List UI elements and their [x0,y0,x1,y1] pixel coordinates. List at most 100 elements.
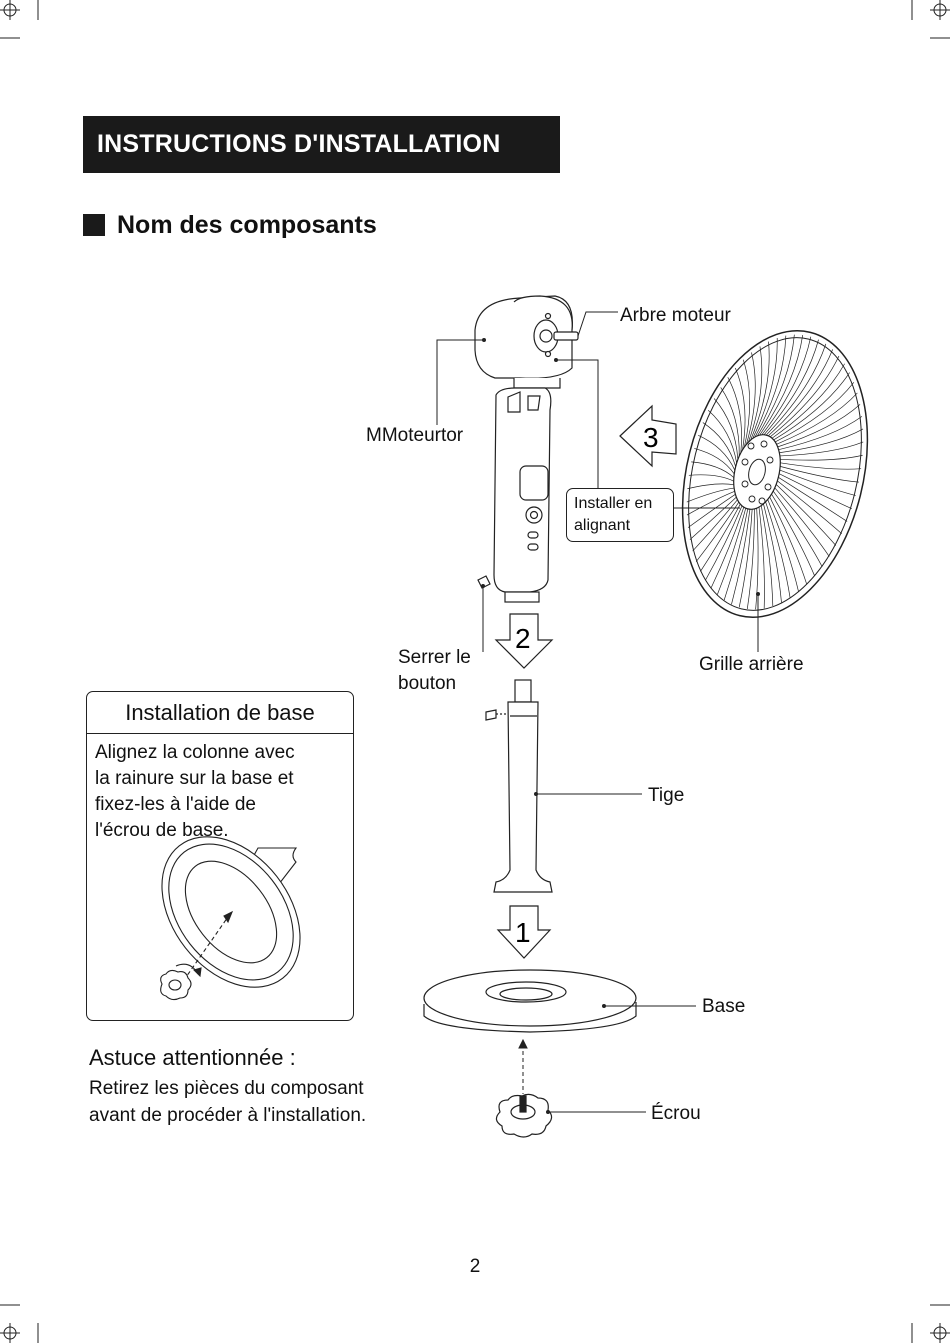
motor-head [474,295,579,389]
grille-spoke [720,387,740,457]
crop-mark-top-left [0,0,39,39]
grille-spoke [695,501,740,562]
tip-text: Retirez les pièces du composant avant de… [89,1075,419,1129]
grille-spoke [765,343,827,436]
nut-alignment-line [518,1038,528,1094]
leader-arbre-moteur [577,311,618,337]
callout-line-1: Installer en [574,495,653,512]
grille-spoke [755,508,759,610]
grille-spoke [777,480,843,535]
grille-spoke [779,441,864,457]
tip-line-1: Retirez les pièces du composant [89,1078,364,1099]
grille-spoke [750,341,770,441]
grille-spoke [748,346,763,443]
step-3-arrow [619,404,677,468]
crop-mark-bottom-right [911,1304,950,1343]
grille-spoke [731,509,751,605]
installation-box-title: Installation de base [87,692,353,734]
nut [495,1093,553,1138]
label-arbre-moteur: Arbre moteur [620,305,731,326]
label-base: Base [702,996,746,1017]
grille-spoke [769,496,808,585]
installation-box: Installation de base Alignez la colonne … [86,691,354,1021]
label-serrer-line-1: Serrer le [398,647,471,668]
grille-spoke [738,509,753,608]
grille-spoke [700,503,741,572]
grille-spoke [780,462,862,470]
label-moteur: MMoteurtor [366,425,464,446]
step-2-arrow [494,613,554,669]
grille-spoke [758,506,765,609]
grille-spoke [745,352,756,445]
grille-spoke [694,448,735,475]
crop-mark-top-right [911,0,950,39]
page-title-bar: INSTRUCTIONS D'INSTALLATION [83,116,560,173]
label-grille: Grille arrière [699,654,804,675]
page-title: INSTRUCTIONS D'INSTALLATION [97,130,501,158]
grille-spoke [765,501,791,598]
grille-spoke [687,494,736,528]
grille-spoke [691,461,735,478]
grille-spoke [767,499,799,592]
grille-spoke [777,404,861,448]
step-2-number: 2 [515,623,531,654]
grille-spoke [780,466,859,483]
grille-spoke [778,416,863,451]
label-serrer-line-2: bouton [398,673,457,694]
label-tige: Tige [648,785,685,806]
pole [485,679,553,893]
grille-spoke [763,339,819,436]
grille-spoke [774,487,830,557]
label-ecrou: Écrou [651,1103,701,1124]
step-1-number: 1 [515,917,531,948]
tip-title: Astuce attentionnée : [89,1045,296,1070]
grille-spoke [778,477,848,522]
motor-body [477,387,552,603]
grille-spoke [760,505,774,607]
rear-grille [681,329,869,619]
grille-spoke [771,363,845,439]
grille-spoke [776,392,858,445]
grille-spoke [761,336,812,436]
callout-line-2: alignant [574,517,631,534]
grille-spoke [752,337,778,439]
grille-spoke [759,334,804,436]
grille-spoke [686,487,735,503]
grille-spokes [686,334,864,610]
grille-spoke [780,454,863,461]
grille-spoke [768,349,833,437]
grille-spoke [687,483,734,490]
section-title: Nom des composants [117,210,377,239]
grille-spoke [763,503,782,603]
grille-spoke [686,490,735,516]
grille-spoke [769,355,840,438]
installation-line-4: l'écrou de base. [95,820,229,841]
grille-spoke [754,335,787,438]
grille-spoke [707,409,738,464]
step-3-number: 3 [643,422,659,453]
crop-mark-bottom-left [0,1304,39,1343]
leader-lines [436,311,760,1114]
grille-spoke [773,372,850,441]
grille-spoke [710,507,745,589]
grille-spoke [742,359,750,448]
grille-spoke [717,508,747,595]
installation-box-body: Alignez la colonne avec la rainure sur l… [87,734,353,844]
grille-spoke [689,496,737,540]
square-bullet-icon [83,214,105,236]
base-install-mini-illustration [160,836,301,1001]
leader-installer [556,359,599,488]
installation-line-2: la rainure sur la base et [95,768,294,789]
installation-line-3: fixez-les à l'aide de [95,794,256,815]
grille-spoke [702,422,736,467]
grille-spoke [779,428,864,454]
base [423,969,637,1033]
grille-spoke [723,508,749,601]
grille-spoke [775,484,837,546]
grille-spoke [692,499,738,552]
leader-moteur [436,339,484,425]
installation-line-1: Alignez la colonne avec [95,742,295,763]
grille-spoke [772,490,823,567]
